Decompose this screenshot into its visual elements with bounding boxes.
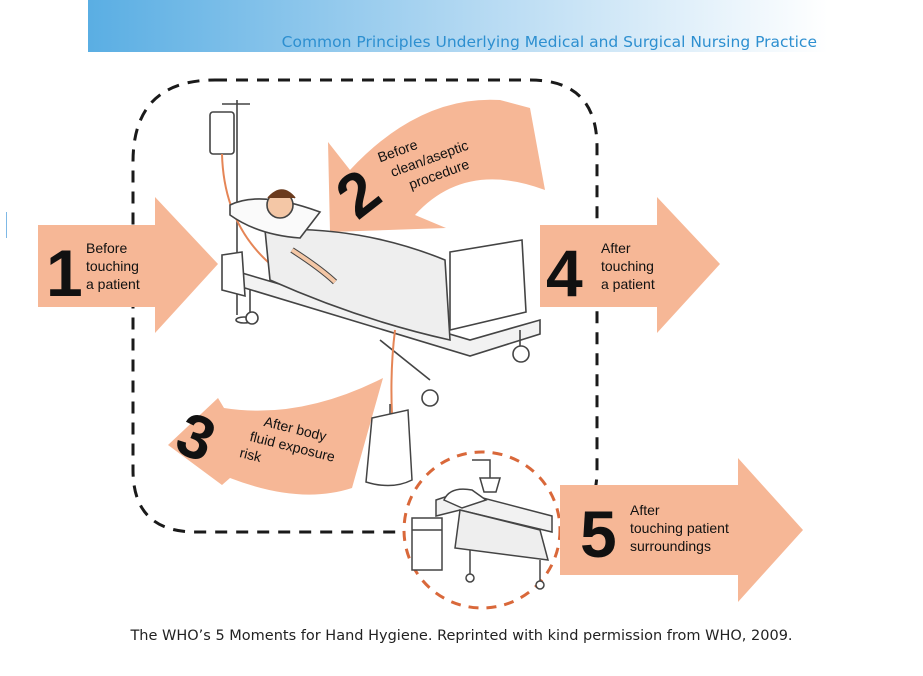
moment-5-arrow bbox=[560, 458, 803, 602]
moment-3-label-line-3: risk bbox=[238, 444, 264, 465]
moment-5-label-line-3: surroundings bbox=[630, 538, 711, 554]
moment-1-number: 1 bbox=[46, 236, 83, 310]
figure-caption: The WHO’s 5 Moments for Hand Hygiene. Re… bbox=[130, 628, 793, 644]
hospital-bed-illustration bbox=[221, 189, 541, 416]
moment-2-arrow bbox=[328, 99, 545, 232]
moment-5-number: 5 bbox=[580, 497, 617, 571]
header-band bbox=[88, 0, 828, 52]
moment-5-label-line-1: After bbox=[630, 502, 660, 518]
patient-zone-boundary bbox=[131, 78, 599, 534]
empty-bed-surroundings-illustration bbox=[411, 459, 553, 590]
moment-4-number: 4 bbox=[546, 236, 583, 310]
page-header-title: Common Principles Underlying Medical and… bbox=[281, 33, 817, 51]
drainage-bag-illustration bbox=[365, 404, 413, 487]
slide-edge-mark bbox=[6, 212, 7, 238]
moment-4-label-line-2: touching bbox=[601, 258, 654, 274]
moment-4-arrow bbox=[540, 197, 720, 333]
moment-1-arrow bbox=[38, 197, 218, 333]
moment-4-label-line-3: a patient bbox=[601, 276, 655, 292]
moment-4-label-line-1: After bbox=[601, 240, 631, 256]
moment-3-arrow bbox=[168, 378, 383, 495]
moment-5-label-line-2: touching patient bbox=[630, 520, 729, 536]
moment-1-label-line-2: touching bbox=[86, 258, 139, 274]
moment-1-label-line-1: Before bbox=[86, 240, 127, 256]
moment-1-label-line-3: a patient bbox=[86, 276, 140, 292]
